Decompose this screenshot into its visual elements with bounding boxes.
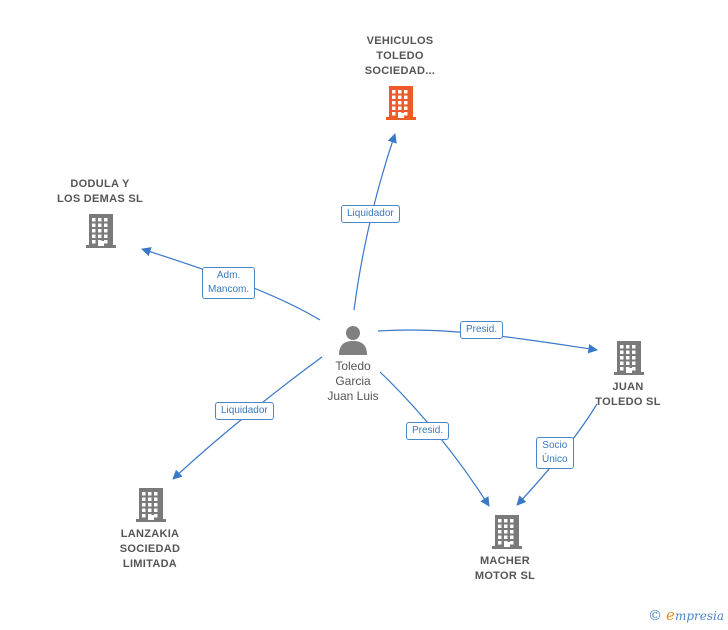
relation-label-line: Mancom. (208, 284, 250, 295)
relation-label-liquidador-vehiculos[interactable]: Liquidador (341, 205, 400, 223)
company-label-line: LOS DEMAS SL (56, 193, 144, 205)
company-label-line: LANZAKIA (120, 528, 180, 540)
company-label-line: LIMITADA (122, 558, 178, 570)
relation-label-line: Socio (542, 440, 568, 451)
company-label-macher[interactable]: MACHER MOTOR SL (445, 554, 565, 584)
company-label-line: TOLEDO (376, 50, 424, 62)
company-label-line: MOTOR SL (474, 570, 536, 582)
person-icon[interactable] (337, 324, 369, 356)
company-label-line: SOCIEDAD (119, 543, 181, 555)
brand-name: mpresia (674, 609, 724, 623)
relation-label-line: Adm. (216, 270, 241, 281)
copyright-icon: © (648, 608, 663, 624)
center-name-line-2: Garcia (335, 374, 371, 388)
brand-initial: e (666, 606, 675, 624)
building-icon-vehiculos[interactable] (386, 86, 416, 120)
relation-label-liquidador-lanzakia[interactable]: Liquidador (215, 402, 274, 420)
company-label-juan[interactable]: JUAN TOLEDO SL (568, 380, 688, 410)
company-label-line: JUAN (612, 381, 644, 393)
relation-label-presid-juan[interactable]: Presid. (460, 321, 504, 339)
company-label-line: MACHER (479, 555, 531, 567)
relation-label-adm-mancom[interactable]: Adm. Mancom. (202, 267, 256, 299)
relation-label-presid-macher[interactable]: Presid. (406, 422, 450, 440)
center-name-line-1: Toledo (335, 359, 371, 373)
center-name-line-3: Juan Luis (327, 389, 379, 403)
company-label-dodula[interactable]: DODULA Y LOS DEMAS SL (40, 177, 160, 207)
relation-label-line: Presid. (466, 324, 498, 335)
company-label-line: TOLEDO SL (595, 396, 661, 408)
building-icon-lanzakia[interactable] (136, 488, 166, 522)
relation-label-socio-unico[interactable]: Socio Único (536, 437, 574, 469)
company-label-lanzakia[interactable]: LANZAKIA SOCIEDAD LIMITADA (90, 527, 210, 572)
company-label-line: DODULA Y (70, 178, 130, 190)
edges (141, 133, 598, 507)
company-label-vehiculos[interactable]: VEHICULOS TOLEDO SOCIEDAD... (340, 34, 460, 79)
footer-brand: ©empresia (648, 606, 724, 624)
company-label-line: VEHICULOS (366, 35, 434, 47)
building-icon-juan[interactable] (614, 341, 644, 375)
relation-label-line: Único (542, 454, 568, 465)
relation-label-line: Liquidador (347, 208, 394, 219)
relation-label-line: Presid. (412, 425, 444, 436)
relation-label-line: Liquidador (221, 405, 268, 416)
center-person-label[interactable]: Toledo Garcia Juan Luis (303, 359, 403, 404)
building-icon-macher[interactable] (492, 515, 522, 549)
building-icon-dodula[interactable] (86, 214, 116, 248)
company-label-line: SOCIEDAD... (364, 65, 436, 77)
